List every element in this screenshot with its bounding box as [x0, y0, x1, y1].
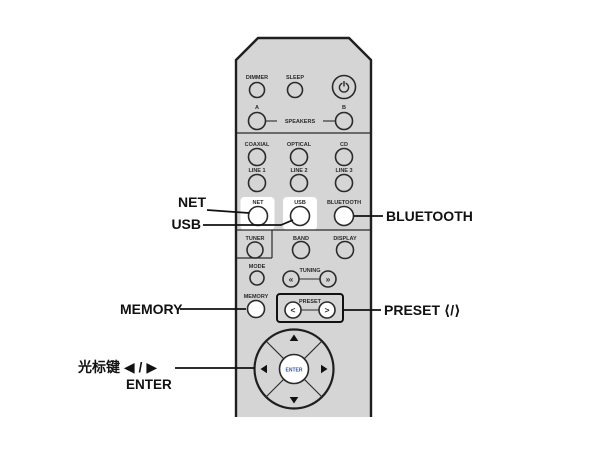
usb-label: USB — [294, 200, 306, 206]
cursor-right-icon — [321, 364, 328, 374]
line2-label: LINE 2 — [290, 168, 307, 174]
dimmer-button — [248, 81, 266, 99]
preset-callout-label: PRESET ⟨/⟩ — [384, 302, 461, 318]
display-label: DISPLAY — [333, 236, 357, 242]
dimmer-label: DIMMER — [246, 75, 268, 81]
mode-button — [249, 270, 265, 286]
net-callout-label: NET — [178, 194, 206, 210]
sleep-button — [286, 81, 304, 99]
tuning-back-button — [282, 270, 300, 288]
dpad-divider — [303, 378, 323, 398]
net-button — [247, 205, 269, 227]
display-button — [335, 240, 355, 260]
memory-label: MEMORY — [244, 294, 269, 300]
cursor-left-icon — [260, 364, 267, 374]
remote-body-outline — [234, 36, 373, 417]
preset-fwd-button — [318, 301, 336, 319]
preset-fwd-icon: > — [325, 305, 330, 315]
mode-label: MODE — [249, 264, 266, 270]
tuner-label: TUNER — [246, 236, 265, 242]
preset-label: PRESET — [299, 299, 322, 305]
speaker-a-label: A — [255, 105, 259, 111]
dpad: ENTER — [253, 328, 335, 410]
cd-label: CD — [340, 142, 348, 148]
preset-back-icon: < — [291, 305, 296, 315]
enter-button-label: ENTER — [286, 367, 303, 373]
speaker-b-button — [334, 111, 354, 131]
line3-button — [334, 173, 354, 193]
tuning-fwd-icon: » — [326, 274, 331, 284]
dpad-divider — [265, 378, 285, 398]
net-label: NET — [253, 200, 265, 206]
tuning-label: TUNING — [299, 268, 320, 274]
speaker-a-button — [247, 111, 267, 131]
tuning-fwd-button — [319, 270, 337, 288]
optical-button — [289, 147, 309, 167]
line1-label: LINE 1 — [248, 168, 265, 174]
coaxial-button — [247, 147, 267, 167]
dpad-divider — [265, 340, 285, 360]
memory-callout-label: MEMORY — [120, 301, 183, 317]
coaxial-label: COAXIAL — [245, 142, 270, 148]
usb-callout-label: USB — [171, 216, 201, 232]
band-button — [291, 240, 311, 260]
speaker-b-label: B — [342, 105, 346, 111]
cursor-down-icon — [289, 397, 299, 404]
bluetooth-label: BLUETOOTH — [327, 200, 361, 206]
net-callout-line — [206, 209, 250, 214]
power-button — [331, 74, 357, 100]
usb-button — [289, 205, 311, 227]
preset-back-button — [284, 301, 302, 319]
power-icon — [338, 80, 350, 93]
bluetooth-callout-label: BLUETOOTH — [386, 208, 473, 224]
speakers-label: SPEAKERS — [285, 119, 316, 125]
memory-button — [246, 299, 266, 319]
sleep-label: SLEEP — [286, 75, 304, 81]
line2-button — [289, 173, 309, 193]
usb-callout-line — [203, 219, 294, 226]
cd-button — [334, 147, 354, 167]
enter-callout-label: ENTER — [126, 377, 172, 392]
cursor-up-icon — [289, 334, 299, 341]
line3-label: LINE 3 — [335, 168, 352, 174]
bluetooth-button — [333, 205, 355, 227]
tuning-back-icon: « — [289, 274, 294, 284]
preset-highlight-box — [276, 293, 344, 323]
tuner-button — [246, 241, 264, 259]
dpad-divider — [303, 340, 323, 360]
line1-button — [247, 173, 267, 193]
optical-label: OPTICAL — [287, 142, 312, 148]
enter-button — [278, 353, 310, 385]
band-label: BAND — [293, 236, 309, 242]
cursor-keys-callout-label: 光标键 ◀ / ▶ — [77, 359, 157, 375]
